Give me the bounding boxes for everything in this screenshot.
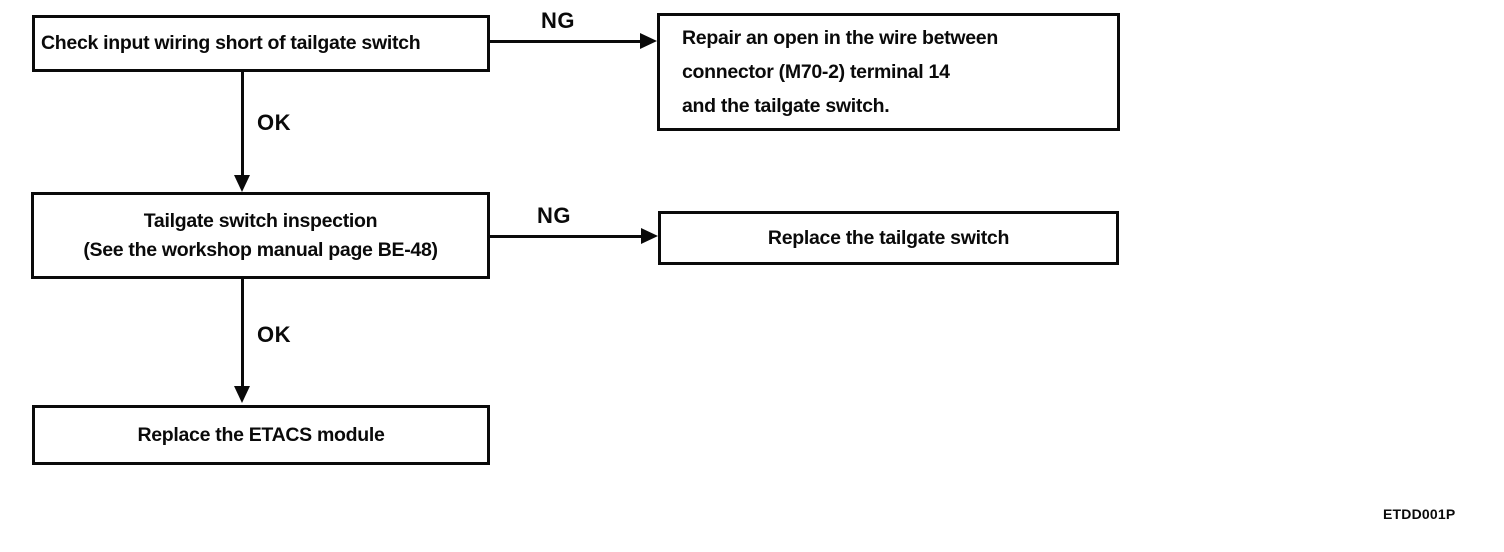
node-repair-open-wire: Repair an open in the wire between conne… [657,13,1120,131]
node-text-line: Repair an open in the wire between [682,26,998,49]
edge-label-ng-2: NG [537,203,571,228]
node-tailgate-switch-inspection: Tailgate switch inspection (See the work… [31,192,490,279]
node-text-line: Replace the tailgate switch [767,226,1010,249]
edge-line-ng-2 [490,235,642,238]
node-text-line: connector (M70-2) terminal 14 [682,60,950,83]
figure-code: ETDD001P [1383,506,1456,522]
edge-label-ng-1: NG [541,8,575,33]
node-text-line: Tailgate switch inspection [143,210,378,233]
arrowhead-down-icon [234,175,250,192]
node-text-line: (See the workshop manual page BE-48) [83,238,438,261]
arrowhead-down-icon [234,386,250,403]
edge-line-ok-1 [241,72,244,177]
node-check-input-wiring: Check input wiring short of tailgate swi… [32,15,490,72]
edge-label-ok-2: OK [257,322,291,347]
node-text-line: Replace the ETACS module [137,423,385,446]
arrowhead-right-icon [640,33,657,49]
edge-line-ok-2 [241,279,244,387]
node-replace-tailgate-switch: Replace the tailgate switch [658,211,1119,265]
arrowhead-right-icon [641,228,658,244]
node-text-line: Check input wiring short of tailgate swi… [41,32,421,55]
node-replace-etacs-module: Replace the ETACS module [32,405,490,465]
node-text-line: and the tailgate switch. [682,95,890,118]
edge-line-ng-1 [490,40,642,43]
edge-label-ok-1: OK [257,110,291,135]
